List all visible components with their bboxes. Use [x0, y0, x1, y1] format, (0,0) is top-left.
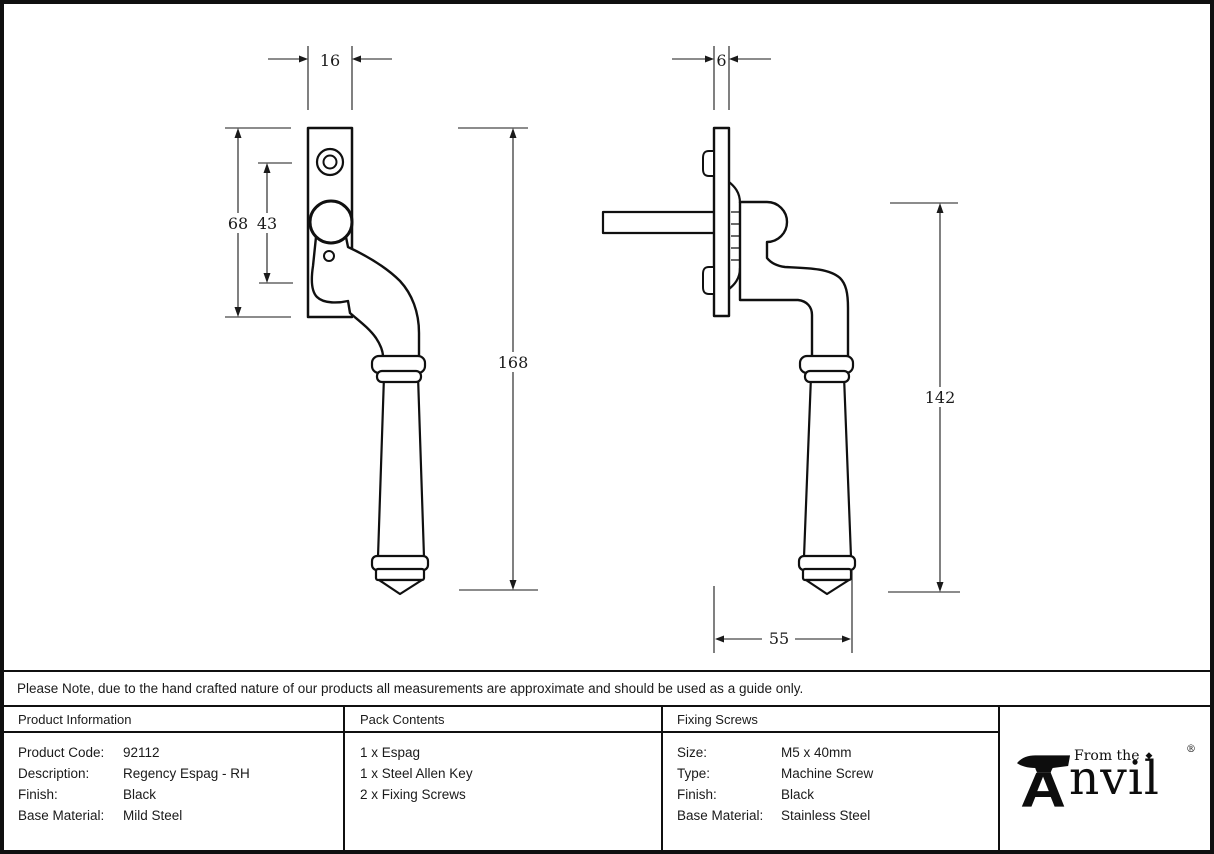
- list-item: 2 x Fixing Screws: [360, 787, 466, 802]
- anvil-letter-a-icon: [1016, 754, 1071, 807]
- row-label: Size:: [677, 745, 708, 760]
- screw-finish-value: Black: [781, 787, 815, 802]
- side-knob-and-arm: [738, 200, 850, 359]
- pack-contents-header: Pack Contents: [345, 707, 661, 733]
- from-the-anvil-logo: nvil From the◆ ®: [1016, 744, 1196, 810]
- spec-table: Product Information Product Code: 92112 …: [4, 705, 1210, 850]
- front-grip-shaft: [376, 374, 426, 559]
- fixing-screws-body: Size: M5 x 40mm Type: Machine Screw Fini…: [663, 733, 998, 826]
- product-information-header: Product Information: [4, 707, 343, 733]
- front-view-espag-drawing: [306, 126, 430, 596]
- product-code-value: 92112: [123, 745, 160, 760]
- row-label: Description:: [18, 766, 90, 781]
- side-grip-shaft: [802, 374, 853, 559]
- dim-label-hole-spacing: 43: [257, 214, 277, 233]
- finish-value: Black: [123, 787, 157, 802]
- registered-trademark-icon: ®: [1186, 743, 1196, 755]
- fixing-screws-header: Fixing Screws: [663, 707, 998, 733]
- side-view-dimensions: 6 142 55: [672, 46, 960, 653]
- brand-logo-cell: nvil From the◆ ®: [1000, 707, 1210, 850]
- side-finial-tip: [804, 578, 851, 596]
- front-handle-arm: [310, 235, 421, 359]
- table-row: Type: Machine Screw: [677, 763, 998, 784]
- row-label: Finish:: [677, 787, 717, 802]
- pack-contents-column: Pack Contents 1 x Espag 1 x Steel Allen …: [345, 707, 663, 850]
- table-row: Base Material: Mild Steel: [18, 805, 343, 826]
- description-value: Regency Espag - RH: [123, 766, 250, 781]
- side-screw-boss-top: [702, 150, 715, 177]
- screw-type-value: Machine Screw: [781, 766, 874, 781]
- list-item: 1 x Steel Allen Key: [360, 766, 473, 781]
- dim-label-overall-length: 168: [498, 353, 529, 372]
- fixing-screws-column: Fixing Screws Size: M5 x 40mm Type: Mach…: [663, 707, 1000, 850]
- table-row: Product Code: 92112: [18, 742, 343, 763]
- front-view-dimensions: 16 68 43 168: [225, 46, 538, 591]
- base-material-value: Mild Steel: [123, 808, 183, 823]
- front-finial-tip: [377, 578, 424, 596]
- table-row: Description: Regency Espag - RH: [18, 763, 343, 784]
- front-locking-knob: [308, 199, 354, 245]
- table-row: Base Material: Stainless Steel: [677, 805, 998, 826]
- brand-name-text: nvil: [1069, 750, 1160, 806]
- technical-drawing: 16 68 43 168: [225, 46, 960, 653]
- row-label: Product Code:: [18, 745, 105, 760]
- side-view-espag-drawing: [601, 126, 857, 596]
- dim-label-plate-thickness: 6: [716, 51, 726, 70]
- screw-size-value: M5 x 40mm: [781, 745, 852, 760]
- side-backplate: [712, 126, 731, 318]
- table-row: Finish: Black: [18, 784, 343, 805]
- logo-tagline: From the◆: [1074, 747, 1153, 764]
- dim-label-plate-height: 68: [228, 214, 248, 233]
- row-label: Type:: [677, 766, 711, 781]
- side-spindle: [601, 210, 717, 235]
- side-spline-ticks: [731, 211, 739, 261]
- front-screw-hole-inner: [322, 154, 338, 170]
- product-information-body: Product Code: 92112 Description: Regency…: [4, 733, 343, 826]
- row-label: Base Material:: [18, 808, 105, 823]
- list-item: 1 x Espag: [360, 745, 421, 760]
- product-information-column: Product Information Product Code: 92112 …: [4, 707, 345, 850]
- dim-label-plate-width: 16: [320, 51, 340, 70]
- pack-contents-body: 1 x Espag 1 x Steel Allen Key 2 x Fixing…: [345, 733, 661, 805]
- table-row: Size: M5 x 40mm: [677, 742, 998, 763]
- diamond-icon: ◆: [1145, 750, 1153, 761]
- dim-label-drop-height: 142: [925, 388, 956, 407]
- side-collar-ring-bottom: [803, 369, 851, 384]
- table-row: Finish: Black: [677, 784, 998, 805]
- front-base-ring-bottom: [374, 567, 426, 582]
- front-small-hole: [323, 250, 335, 262]
- side-screw-boss-bottom: [702, 266, 715, 295]
- side-base-ring-bottom: [801, 567, 853, 582]
- measurement-disclaimer-note: Please Note, due to the hand crafted nat…: [4, 670, 1210, 703]
- row-label: Finish:: [18, 787, 58, 802]
- row-label: Base Material:: [677, 808, 764, 823]
- front-collar-ring-bottom: [375, 369, 423, 384]
- screw-material-value: Stainless Steel: [781, 808, 871, 823]
- dim-label-projection: 55: [769, 629, 789, 648]
